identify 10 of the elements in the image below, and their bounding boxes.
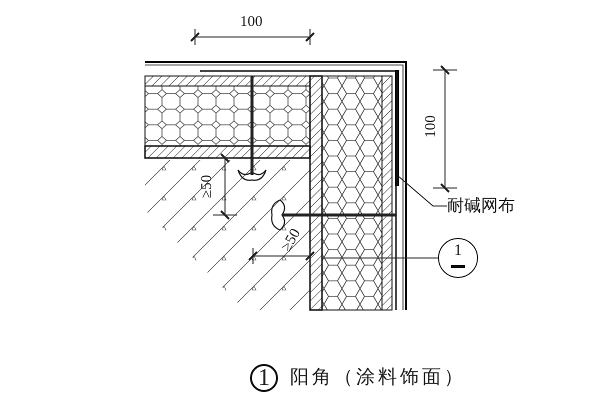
drawing-title: 阳角（涂料饰面） [290,365,466,390]
mesh-layer [395,70,399,186]
detail-number-circle: 1 [250,364,278,392]
leader-line [398,176,448,206]
dimension-label: 100 [240,14,262,31]
dimension-label: ≥50 [278,226,305,255]
dimension-label: ≥50 [199,174,216,198]
detail-index-circle: 1 [438,238,478,278]
callout-label: 耐碱网布 [447,194,527,218]
dimension-label: 100 [422,115,440,138]
